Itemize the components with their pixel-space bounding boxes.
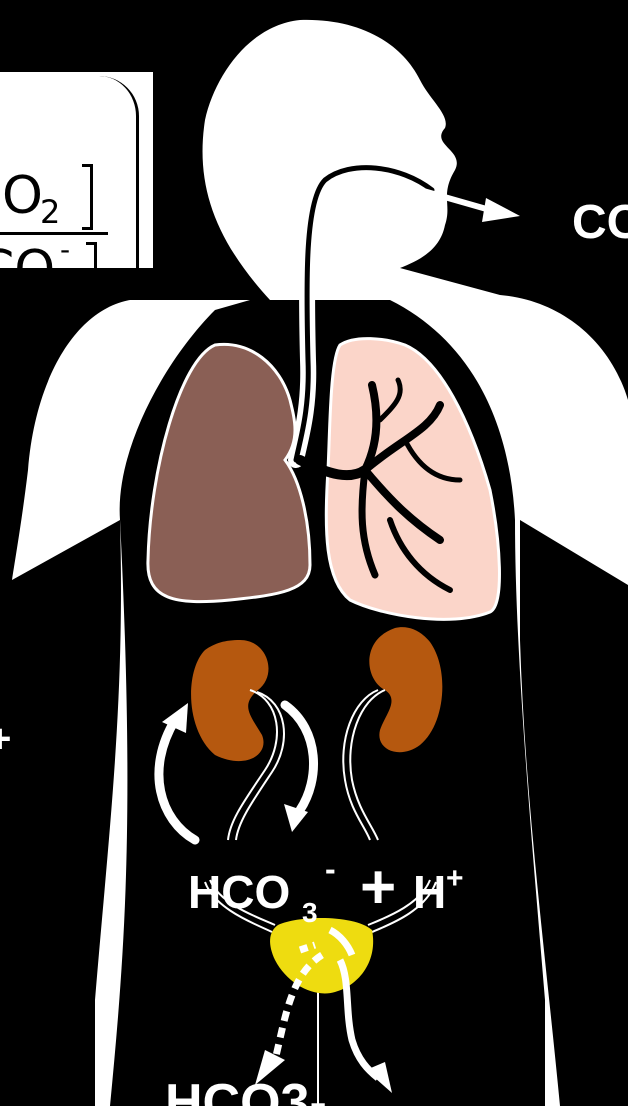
left-partial-label: + xyxy=(0,717,11,761)
fraction-bar xyxy=(0,232,108,235)
equation-numerator-sub: 2 xyxy=(40,196,60,228)
reaction-hco3-sup: - xyxy=(325,851,336,887)
reaction-hco3: HCO xyxy=(188,866,290,918)
reaction-hco3-sub: 3 xyxy=(302,897,318,928)
reaction-h-sup: + xyxy=(446,862,464,895)
reaction-plus: + xyxy=(360,853,396,922)
numerator-bracket xyxy=(82,164,93,230)
outer-paren xyxy=(96,76,139,268)
equation-denominator: CO xyxy=(0,244,55,268)
equation-box: O 2 CO 3 - xyxy=(0,72,153,268)
equation-numerator: O xyxy=(2,170,43,222)
bottom-partial-label: HCO3- xyxy=(165,1074,327,1106)
reaction-h: H xyxy=(413,866,446,918)
exhale-label: CO xyxy=(572,196,628,249)
equation-denominator-sup: - xyxy=(60,236,70,264)
